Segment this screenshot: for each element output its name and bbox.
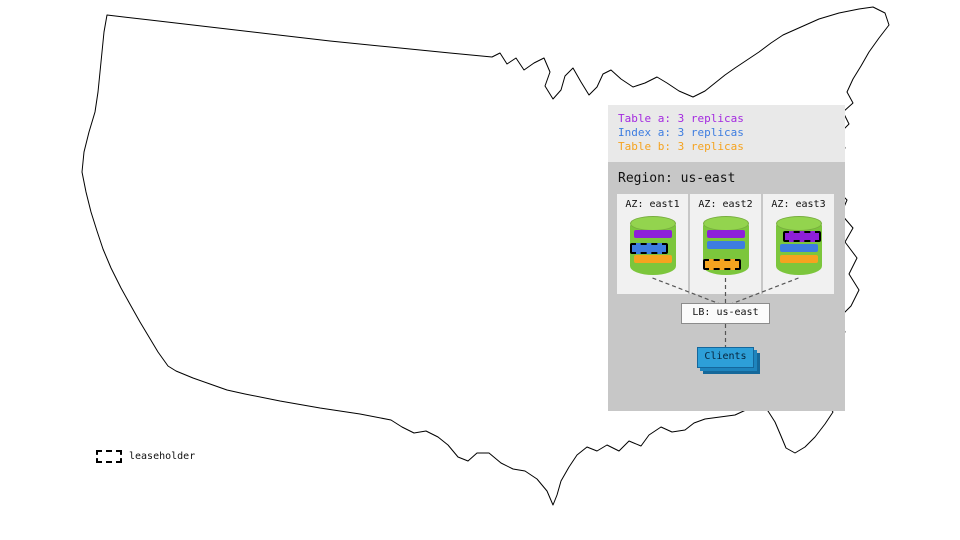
- topology-panel: Table a: 3 replicas Index a: 3 replicas …: [608, 105, 845, 411]
- az-east1-label: AZ: east1: [625, 199, 680, 210]
- database-cylinder: [775, 216, 822, 275]
- replica-bars: [702, 230, 745, 270]
- replica-bar-table-b: [779, 255, 818, 263]
- az-row: AZ: east1 AZ: east2: [617, 194, 834, 294]
- legend-table-a: Table a: 3 replicas: [618, 112, 744, 125]
- database-cylinder: [702, 216, 749, 275]
- leaseholder-swatch-icon: [96, 450, 122, 463]
- az-east3: AZ: east3: [763, 194, 834, 294]
- database-cylinder: [629, 216, 676, 275]
- leaseholder-bar-index-a: [629, 243, 668, 254]
- replica-bar-index-a: [706, 241, 745, 249]
- az-east2: AZ: east2: [690, 194, 761, 294]
- replica-bars: [779, 230, 821, 266]
- replica-bar-index-a: [779, 244, 818, 252]
- leaseholder-bar-table-a: [782, 231, 821, 242]
- replica-bars: [629, 230, 672, 266]
- leaseholder-bar-table-b: [702, 259, 741, 270]
- region-label: Region: us-east: [618, 171, 736, 186]
- az-east3-label: AZ: east3: [771, 199, 826, 210]
- replica-bar-table-a: [633, 230, 672, 238]
- replica-legend: Table a: 3 replicas Index a: 3 replicas …: [608, 105, 845, 162]
- az-east2-label: AZ: east2: [698, 199, 753, 210]
- az-east1: AZ: east1: [617, 194, 688, 294]
- legend-table-b: Table b: 3 replicas: [618, 140, 744, 153]
- leaseholder-key: leaseholder: [96, 450, 195, 463]
- load-balancer: LB: us-east: [681, 303, 770, 324]
- replica-bar-table-b: [633, 255, 672, 263]
- replica-bar-table-a: [706, 230, 745, 238]
- clients-box: Clients: [697, 347, 754, 368]
- leaseholder-key-label: leaseholder: [129, 451, 196, 462]
- region-us-east: Region: us-east AZ: east1 AZ: east2: [608, 162, 845, 411]
- legend-index-a: Index a: 3 replicas: [618, 126, 744, 139]
